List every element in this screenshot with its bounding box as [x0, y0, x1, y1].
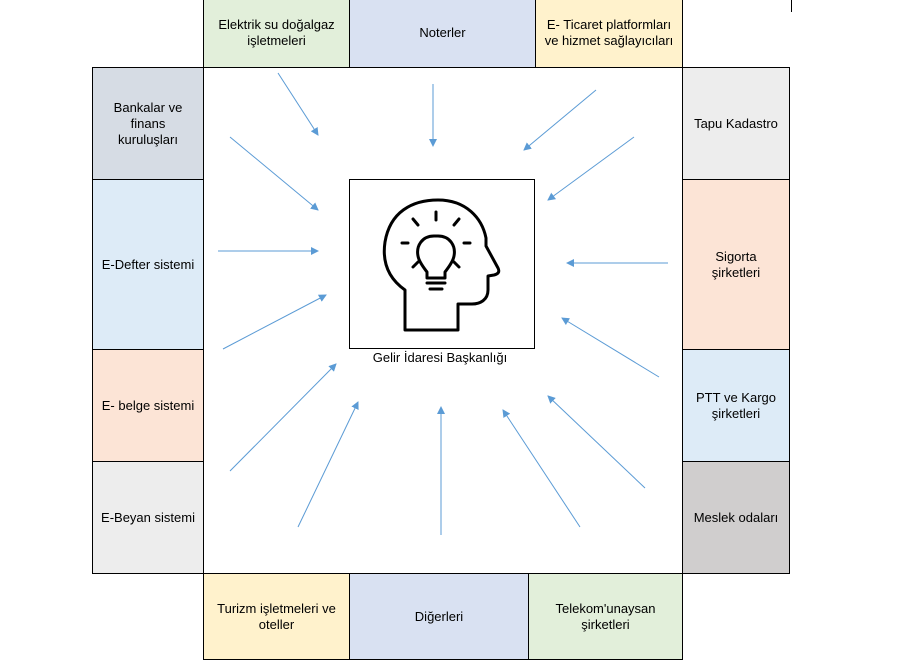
node-label: PTT ve Kargo şirketleri: [696, 389, 776, 421]
arrow-5: [547, 136, 635, 201]
node-label: Bankalar ve finans kuruluşları: [113, 99, 183, 147]
edge-tick: [791, 0, 792, 12]
node-bankalar: Bankalar ve finans kuruluşları: [92, 67, 204, 180]
arrow-14: [502, 409, 581, 528]
center-box: [349, 179, 535, 349]
arrow-1: [277, 72, 319, 136]
node-label: Noterler: [419, 25, 466, 40]
arrow-10: [229, 363, 337, 472]
node-label: Elektrik su doğalgaz işletmeleri: [218, 17, 335, 48]
head-lightbulb-icon: [382, 198, 501, 332]
node-label: E- Ticaret platformları ve hizmet sağlay…: [544, 17, 674, 48]
node-label: Diğerleri: [414, 608, 464, 624]
arrow-4: [229, 136, 319, 211]
node-e-beyan: E-Beyan sistemi: [92, 461, 204, 574]
arrow-12: [297, 401, 359, 528]
node-telekom: Telekom'unaysan şirketleri: [528, 573, 683, 660]
node-e-belge: E- belge sistemi: [92, 349, 204, 462]
node-sigorta: Sigorta şirketleri: [682, 179, 790, 350]
node-label: Meslek odaları: [693, 509, 779, 525]
center-label: Gelir İdaresi Başkanlığı: [372, 350, 508, 365]
node-label: Telekom'unaysan şirketleri: [555, 600, 656, 632]
node-noterler: Noterler: [349, 0, 536, 68]
node-e-ticaret: E- Ticaret platformları ve hizmet sağlay…: [535, 0, 683, 68]
arrow-3: [523, 89, 597, 151]
node-label: E-Beyan sistemi: [101, 509, 195, 525]
node-label: Turizm işletmeleri ve oteller: [217, 600, 336, 632]
arrow-9: [561, 317, 660, 378]
arrow-11: [547, 395, 646, 489]
node-label: E-Defter sistemi: [101, 256, 195, 272]
node-label: Tapu Kadastro: [694, 115, 778, 131]
node-elektrik-su-dogalgaz: Elektrik su doğalgaz işletmeleri: [203, 0, 350, 68]
node-turizm: Turizm işletmeleri ve oteller: [203, 573, 350, 660]
node-label: Sigorta şirketleri: [711, 248, 761, 280]
arrow-8: [222, 294, 327, 350]
node-tapu-kadastro: Tapu Kadastro: [682, 67, 790, 180]
node-meslek-odalari: Meslek odaları: [682, 461, 790, 574]
node-label: E- belge sistemi: [101, 397, 195, 413]
node-ptt-kargo: PTT ve Kargo şirketleri: [682, 349, 790, 462]
node-digerleri: Diğerleri: [349, 573, 529, 660]
